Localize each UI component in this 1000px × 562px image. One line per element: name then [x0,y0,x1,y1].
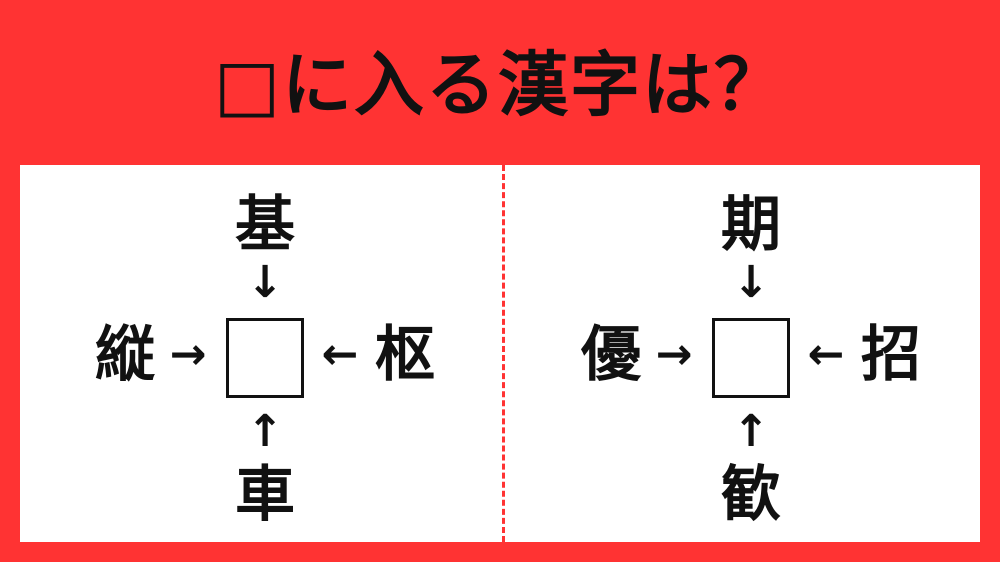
top-kanji: 基 [235,190,295,260]
arrow-up-icon: ↑ [732,406,770,457]
arrow-left-icon: ← [807,329,845,380]
right-kanji: 招 [861,320,921,390]
top-kanji: 期 [721,190,781,260]
dashed-divider [502,165,505,542]
left-kanji: 優 [581,320,641,390]
answer-box [712,318,790,398]
right-kanji: 枢 [375,320,435,390]
arrow-right-icon: → [169,329,207,380]
puzzle-left: 基 ↓ 縦 → ← 枢 ↑ 車 [20,165,500,542]
arrow-left-icon: ← [321,329,359,380]
answer-box [226,318,304,398]
bottom-kanji: 歓 [721,460,781,530]
puzzle-panel: 基 ↓ 縦 → ← 枢 ↑ 車 期 ↓ 優 → ← 招 ↑ 歓 [20,165,980,542]
bottom-kanji: 車 [235,460,295,530]
arrow-up-icon: ↑ [246,406,284,457]
arrow-right-icon: → [655,329,693,380]
arrow-down-icon: ↓ [732,257,770,308]
puzzle-right: 期 ↓ 優 → ← 招 ↑ 歓 [506,165,986,542]
page-title: □に入る漢字は？ [213,44,787,126]
arrow-down-icon: ↓ [246,257,284,308]
left-kanji: 縦 [95,320,155,390]
